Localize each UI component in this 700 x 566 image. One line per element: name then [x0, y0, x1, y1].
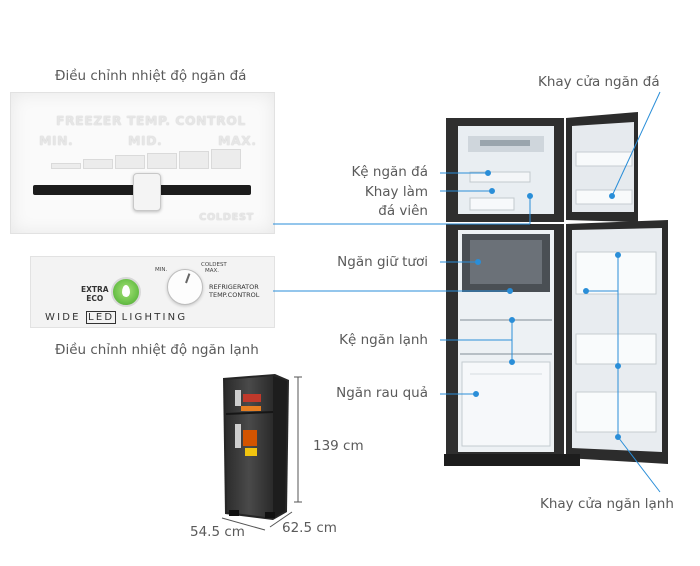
label-freezer-shelf: Kệ ngăn đá	[351, 164, 428, 180]
label-door-tray-fridge: Khay cửa ngăn lạnh	[540, 496, 674, 512]
fridge-exterior-image	[223, 374, 289, 520]
width-dimension: 54.5 cm	[190, 524, 245, 540]
freezer-mid-label: MID.	[128, 133, 163, 148]
freezer-scale-step	[147, 153, 177, 169]
extra-eco-line1: EXTRA	[81, 285, 109, 294]
freezer-scale-step	[51, 163, 81, 169]
label-ice-tray-line2: đá viên	[378, 203, 428, 219]
freezer-scale-step	[179, 151, 209, 169]
label-vegetable-box: Ngăn rau quả	[336, 385, 428, 401]
lighting-text: LIGHTING	[121, 312, 188, 323]
fridge-max-label: MAX.	[205, 268, 220, 274]
wide-led-lighting-logo: WIDE LED LIGHTING	[45, 311, 188, 324]
freezer-scale-step	[211, 149, 241, 169]
freezer-coldest-label: COLDEST	[199, 212, 254, 223]
label-door-tray-freezer: Khay cửa ngăn đá	[538, 74, 660, 90]
freezer-max-label: MAX.	[218, 133, 257, 148]
fridge-temp-label-line2: TEMP.CONTROL	[209, 291, 260, 299]
extra-eco-line2: ECO	[86, 294, 104, 303]
fridge-min-label: MIN.	[155, 267, 168, 273]
freezer-temp-control-panel: FREEZER TEMP. CONTROL MIN. MID. MAX. COL…	[10, 92, 275, 234]
label-fresh-zone: Ngăn giữ tươi	[337, 254, 428, 270]
freezer-control-title: FREEZER TEMP. CONTROL	[56, 113, 246, 128]
fridge-coldest-label: COLDEST	[201, 262, 227, 268]
fridge-temp-control-panel: EXTRA ECO MIN. COLDEST MAX. REFRIGERATOR…	[30, 256, 275, 328]
fridge-temp-label-line1: REFRIGERATOR	[209, 283, 259, 291]
extra-eco-button[interactable]	[111, 277, 141, 307]
fridge-temp-control-label: REFRIGERATOR TEMP.CONTROL	[209, 283, 259, 299]
freezer-scale-step	[115, 155, 145, 169]
freezer-scale-step	[83, 159, 113, 169]
water-drop-icon	[122, 285, 130, 297]
freezer-control-caption: Điều chỉnh nhiệt độ ngăn đá	[55, 68, 247, 84]
height-dimension: 139 cm	[313, 438, 364, 454]
extra-eco-label: EXTRA ECO	[81, 285, 109, 303]
label-ice-tray-line1: Khay làm	[364, 184, 428, 200]
freezer-min-label: MIN.	[39, 133, 74, 148]
depth-dimension: 62.5 cm	[282, 520, 337, 536]
label-fridge-shelf: Kệ ngăn lạnh	[339, 332, 428, 348]
fridge-temp-dial[interactable]	[167, 269, 203, 305]
fridge-control-caption: Điều chỉnh nhiệt độ ngăn lạnh	[55, 342, 259, 358]
wide-text: WIDE	[45, 312, 81, 323]
led-text: LED	[86, 311, 117, 324]
freezer-slider-knob[interactable]	[133, 173, 161, 211]
